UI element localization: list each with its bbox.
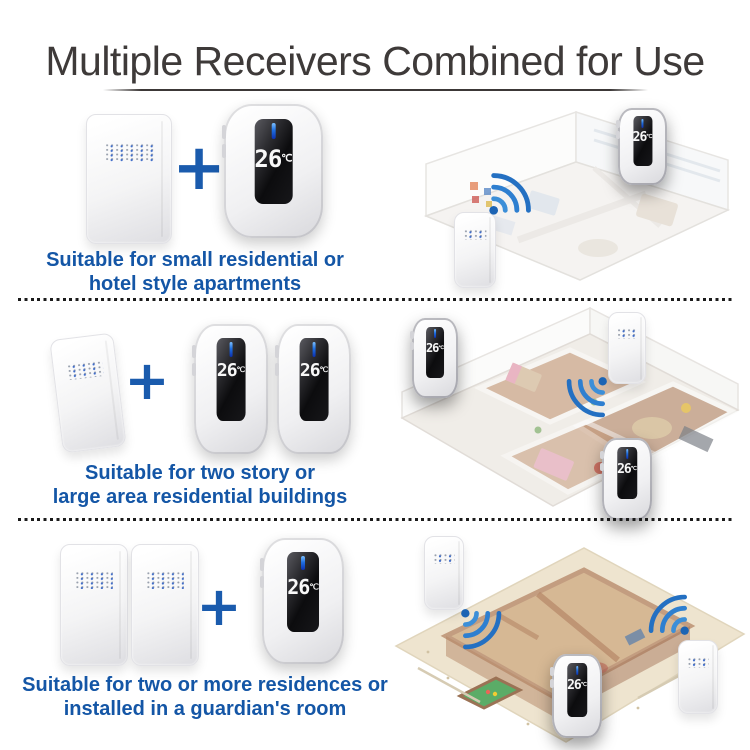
temperature-readout: 26℃ (426, 342, 444, 354)
plus-icon: + (172, 131, 226, 205)
temperature-value: 26 (567, 678, 582, 694)
temperature-display: 26℃ (299, 338, 329, 422)
signal-indicator-icon (229, 341, 233, 357)
temperature-value: 26 (299, 360, 321, 382)
temperature-unit: ℃ (630, 465, 637, 472)
wifi-signal-icon (556, 372, 612, 428)
temperature-unit: ℃ (580, 682, 587, 689)
temperature-display: 26℃ (254, 118, 293, 205)
temperature-value: 26 (632, 130, 648, 146)
temperature-unit: ℃ (236, 365, 246, 375)
caption: Suitable for two or more residences or i… (5, 673, 405, 721)
temperature-value: 26 (617, 461, 632, 477)
signal-indicator-icon (301, 555, 305, 571)
house-illustration-two-story: 26℃ 26℃ (388, 306, 750, 522)
speaker-grille-icon (432, 552, 456, 564)
wifi-signal-icon (638, 584, 694, 640)
temperature-readout: 26℃ (300, 362, 328, 380)
transmitter-device (86, 114, 172, 244)
receiver-device: 26℃ (616, 108, 667, 185)
page-title: Multiple Receivers Combined for Use (45, 38, 705, 84)
signal-indicator-icon (641, 118, 644, 128)
temperature-unit: ℃ (281, 152, 293, 164)
receiver-device: 26℃ (192, 324, 268, 454)
temperature-readout: 26℃ (633, 131, 653, 144)
temperature-display: 26℃ (567, 663, 587, 717)
dotted-divider (18, 298, 732, 301)
caption-line-1: Suitable for small residential or (46, 249, 344, 271)
signal-indicator-icon (312, 341, 316, 357)
transmitter-device (608, 312, 646, 384)
temperature-unit: ℃ (319, 365, 329, 375)
caption: Suitable for two story or large area res… (0, 461, 400, 509)
signal-indicator-icon (434, 328, 436, 339)
caption-line-1: Suitable for two story or (84, 462, 316, 484)
transmitter-device (454, 212, 496, 288)
caption: Suitable for small residential or hotel … (10, 248, 380, 296)
caption-line-1: Suitable for two or more residences or (22, 674, 388, 696)
signal-indicator-icon (576, 665, 578, 676)
wifi-signal-icon (456, 604, 512, 660)
house-illustration-apartment: 26℃ (398, 98, 735, 303)
caption-line-2: hotel style apartments (88, 273, 302, 295)
speaker-grille-icon (66, 359, 105, 381)
temperature-display: 26℃ (617, 447, 637, 500)
transmitter-device (49, 332, 127, 454)
signal-indicator-icon (271, 123, 276, 139)
temperature-display: 26℃ (216, 338, 246, 422)
receiver-device: 26℃ (600, 438, 652, 520)
plus-icon: + (124, 349, 170, 412)
floorplan-graphic (423, 110, 731, 281)
plus-icon: + (196, 575, 242, 638)
temperature-readout: 26℃ (254, 147, 292, 171)
temperature-readout: 26℃ (567, 679, 587, 692)
temperature-value: 26 (254, 144, 282, 173)
transmitter-device (678, 640, 718, 714)
temperature-readout: 26℃ (287, 577, 319, 597)
temperature-display: 26℃ (287, 551, 319, 633)
speaker-grille-icon (616, 328, 638, 339)
temperature-unit: ℃ (646, 134, 653, 141)
temperature-unit: ℃ (438, 344, 445, 351)
receiver-device: 26℃ (410, 318, 458, 398)
temperature-readout: 26℃ (617, 463, 637, 476)
wifi-signal-icon (484, 162, 542, 220)
transmitter-device (60, 544, 128, 666)
receiver-device: 26℃ (222, 104, 323, 238)
receiver-device: 26℃ (275, 324, 351, 454)
temperature-display: 26℃ (633, 116, 653, 166)
temperature-display: 26℃ (426, 326, 444, 378)
receiver-device: 26℃ (260, 538, 344, 664)
signal-indicator-icon (626, 449, 628, 459)
transmitter-device (131, 544, 199, 666)
temperature-value: 26 (216, 360, 238, 382)
receiver-device: 26℃ (550, 654, 602, 738)
speaker-grille-icon (104, 143, 154, 163)
speaker-grille-icon (145, 571, 185, 590)
speaker-grille-icon (463, 229, 487, 241)
speaker-grille-icon (74, 571, 114, 590)
transmitter-device (424, 536, 464, 610)
dotted-divider (18, 518, 732, 521)
temperature-readout: 26℃ (217, 362, 245, 380)
speaker-grille-icon (686, 656, 710, 668)
temperature-value: 26 (425, 340, 439, 355)
title-underline (103, 89, 648, 91)
caption-line-2: installed in a guardian's room (63, 698, 347, 720)
temperature-unit: ℃ (309, 580, 319, 591)
house-illustration-large-residence: 26℃ (388, 528, 750, 750)
temperature-value: 26 (287, 574, 310, 599)
caption-line-2: large area residential buildings (52, 486, 348, 508)
